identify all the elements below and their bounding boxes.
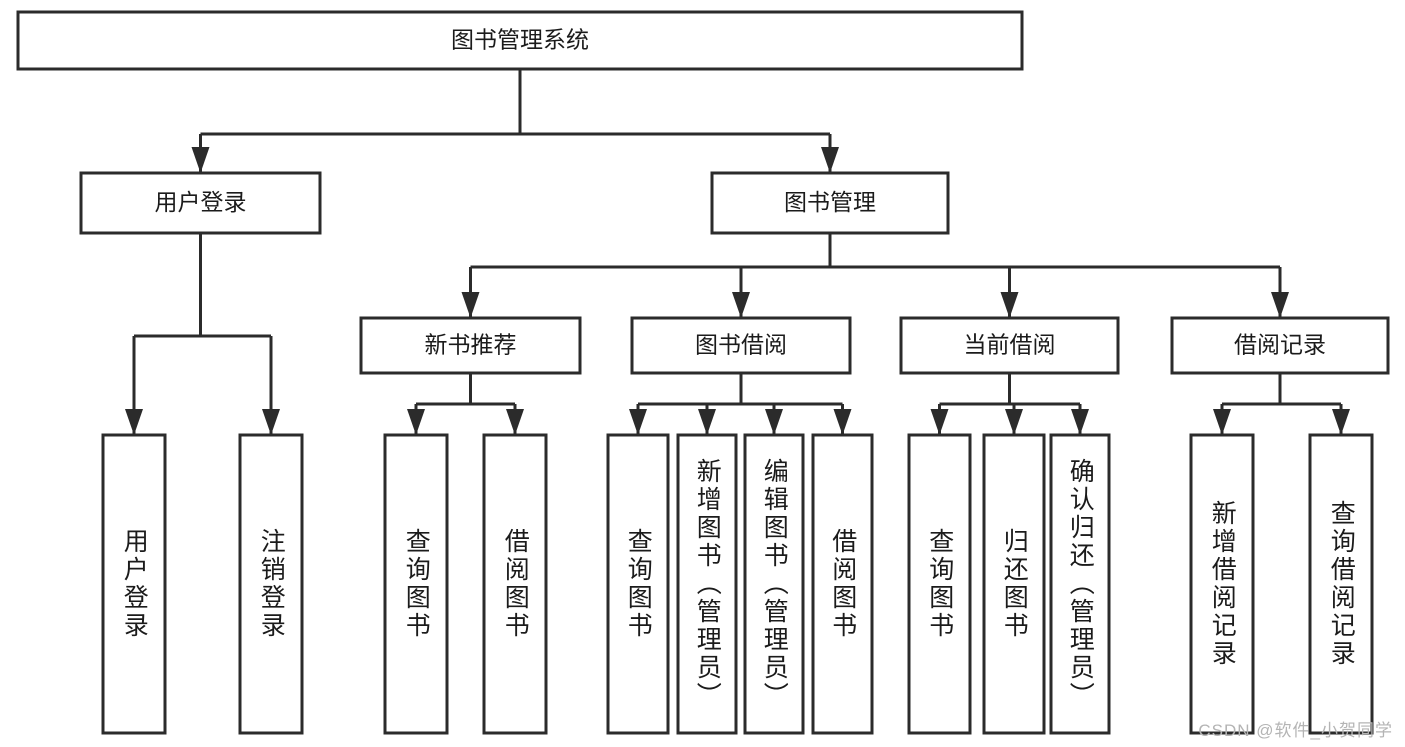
record-to-leaves-arrow-0: [1213, 409, 1231, 435]
node-leaf-label-6: 编辑图书（管理员）: [760, 458, 789, 710]
node-level3-label-0: 新书推荐: [425, 332, 517, 358]
book-mgmt-to-level3-arrow-0: [461, 292, 480, 318]
node-box-layer: [16, 10, 1390, 735]
node-level3-label-1: 图书借阅: [695, 332, 787, 358]
record-to-leaves-arrow-1: [1332, 409, 1350, 435]
borrow-to-leaves-arrow-1: [698, 409, 716, 435]
node-level3-label-2: 当前借阅: [964, 332, 1056, 358]
root-to-level2-arrow-1: [821, 147, 839, 173]
csdn-watermark: CSDN @软件_小贺同学: [1198, 721, 1393, 740]
node-leaf-box-9[interactable]: [982, 433, 1046, 735]
node-level2-label-0: 用户登录: [155, 189, 247, 215]
borrow-to-leaves-arrow-3: [833, 409, 852, 435]
book-mgmt-to-level3-arrow-2: [1000, 292, 1019, 318]
node-level3-label-3: 借阅记录: [1234, 332, 1326, 358]
current-to-leaves-arrow-2: [1071, 409, 1089, 435]
node-root-label: 图书管理系统: [451, 27, 589, 53]
node-leaf-box-12[interactable]: [1308, 433, 1374, 735]
node-leaf-label-8: 查询图书: [925, 528, 954, 640]
node-leaf-box-8[interactable]: [907, 433, 972, 735]
node-leaf-label-12: 查询借阅记录: [1327, 500, 1356, 668]
node-leaf-label-4: 查询图书: [624, 528, 653, 640]
node-leaf-label-7: 借阅图书: [828, 528, 857, 640]
node-leaf-label-1: 注销登录: [257, 528, 286, 640]
node-level3-box-1[interactable]: [630, 316, 852, 375]
node-level2-box-0[interactable]: [79, 171, 322, 235]
node-leaf-label-10: 确认归还（管理员）: [1066, 458, 1095, 710]
node-level3-box-0[interactable]: [359, 316, 582, 375]
connector-layer: [125, 69, 1350, 435]
node-leaf-box-2[interactable]: [383, 433, 449, 735]
current-to-leaves-arrow-1: [1005, 409, 1023, 435]
borrow-to-leaves-arrow-0: [629, 409, 647, 435]
node-leaf-box-5[interactable]: [676, 433, 738, 735]
node-leaf-label-9: 归还图书: [1000, 528, 1029, 640]
node-leaf-box-4[interactable]: [606, 433, 670, 735]
node-leaf-label-11: 新增借阅记录: [1208, 500, 1237, 668]
user-login-to-leaves-arrow-1: [262, 409, 280, 435]
node-level2-label-1: 图书管理: [784, 189, 876, 215]
node-leaf-label-2: 查询图书: [402, 528, 431, 640]
user-login-to-leaves-arrow-0: [125, 409, 143, 435]
node-level2-box-1[interactable]: [710, 171, 950, 235]
node-leaf-label-5: 新增图书（管理员）: [693, 458, 722, 710]
node-leaf-box-10[interactable]: [1049, 433, 1111, 735]
node-leaf-box-11[interactable]: [1189, 433, 1255, 735]
node-leaf-box-6[interactable]: [743, 433, 805, 735]
book-mgmt-to-level3-arrow-3: [1271, 292, 1289, 318]
node-level3-box-3[interactable]: [1170, 316, 1390, 375]
root-to-level2-arrow-0: [191, 147, 210, 173]
node-leaf-box-3[interactable]: [482, 433, 548, 735]
node-leaf-label-0: 用户登录: [120, 528, 149, 640]
node-leaf-box-0[interactable]: [101, 433, 167, 735]
new-book-to-leaves-arrow-1: [506, 409, 524, 435]
node-leaf-box-7[interactable]: [811, 433, 874, 735]
new-book-to-leaves-arrow-0: [407, 409, 425, 435]
node-level3-box-2[interactable]: [899, 316, 1120, 375]
node-root-box[interactable]: [16, 10, 1024, 71]
borrow-to-leaves-arrow-2: [765, 409, 783, 435]
book-mgmt-to-level3-arrow-1: [732, 292, 750, 318]
node-leaf-box-1[interactable]: [238, 433, 304, 735]
current-to-leaves-arrow-0: [930, 409, 949, 435]
node-leaf-label-3: 借阅图书: [501, 528, 530, 640]
